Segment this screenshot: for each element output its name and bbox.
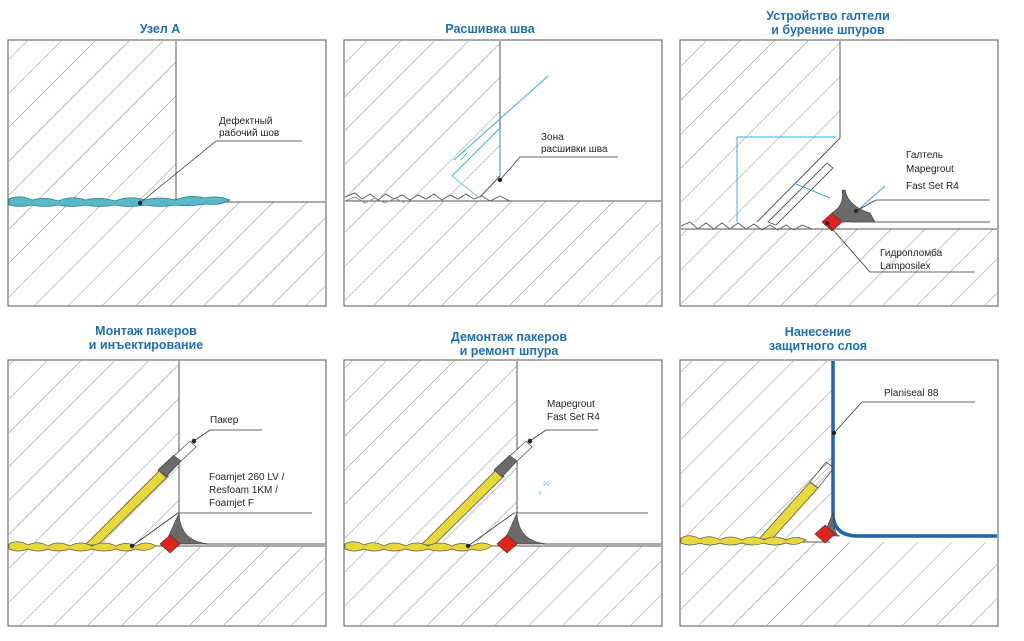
- fillet: [831, 189, 876, 223]
- panel-5-slab: [345, 546, 661, 625]
- panel-2: Зона расшивки шва: [343, 39, 663, 307]
- panel-4-title-line-2: и инъектирование: [88, 338, 204, 352]
- panel-5-title-line-2: и ремонт шпура: [459, 344, 559, 358]
- panel-2-title-line-1: Расшивка шва: [445, 22, 535, 36]
- packer-icon: [173, 440, 197, 462]
- panel-4-callout-4: Foamjet F: [209, 498, 254, 509]
- panel-6-slab: [681, 542, 997, 625]
- panel-3-title-line-1: Устройство галтели: [766, 9, 890, 23]
- drill-hole: [767, 162, 834, 226]
- panel-4-callout-3: Resfoam 1KM /: [209, 485, 278, 496]
- repaired-hole: [809, 461, 835, 489]
- panel-5-dimension-label: 20: [543, 482, 550, 488]
- panel-6-title-line-2: защитного слоя: [768, 339, 868, 353]
- panel-5-wall: [345, 361, 517, 542]
- defective-joint: [8, 196, 231, 207]
- panel-4-callout-1: Пакер: [210, 415, 239, 426]
- panel-3-callout-5: Lamposilex: [880, 261, 931, 272]
- panel-1-title: Узел А: [118, 22, 202, 36]
- panel-4-title: Монтаж пакеров и инъектирование: [76, 324, 216, 352]
- panel-6-wall: [681, 361, 833, 542]
- panel-3: Галтель Mapegrout Fast Set R4 Гидропломб…: [679, 39, 999, 307]
- hydroplug: [821, 212, 843, 232]
- panel-4-slab: [9, 546, 325, 625]
- svg-text:×: ×: [538, 491, 542, 497]
- panel-5-callout-2: Fast Set R4: [547, 412, 600, 423]
- panel-3-wall: [681, 41, 840, 222]
- panel-3-callout-2: Mapegrout: [906, 164, 954, 175]
- panel-3-callout-4: Гидропломба: [880, 247, 943, 259]
- panel-4-title-line-1: Монтаж пакеров: [95, 324, 197, 338]
- panel-3-slab: [681, 229, 997, 305]
- panel-4: Пакер Foamjet 260 LV / Resfoam 1KM / Foa…: [7, 359, 327, 627]
- panel-1-callout-1: Дефектный: [219, 115, 273, 127]
- panel-2-slab: [345, 201, 661, 305]
- panel-1-title-line-1: Узел А: [139, 22, 181, 36]
- panel-3-callout-1: Галтель: [906, 150, 943, 161]
- panel-1-callout-2: рабочий шов: [219, 127, 279, 139]
- panel-4-wall: [9, 361, 179, 542]
- panel-2-wall: [345, 41, 500, 197]
- panel-1-wall: [9, 41, 176, 201]
- panel-5-title: Демонтаж пакеров и ремонт шпура: [434, 330, 584, 358]
- panel-3-title-line-2: и бурение шпуров: [771, 23, 885, 37]
- panel-6-callout-1: Planiseal 88: [884, 388, 939, 399]
- panel-1-slab: [9, 202, 325, 305]
- panel-3-callout-3: Fast Set R4: [906, 181, 959, 192]
- panel-3-title: Устройство галтели и бурение шпуров: [758, 9, 898, 37]
- panel-5-title-line-1: Демонтаж пакеров: [450, 330, 568, 344]
- panel-4-callout-2: Foamjet 260 LV /: [209, 472, 285, 483]
- panel-6: Planiseal 88: [679, 359, 999, 627]
- panel-1: Дефектный рабочий шов: [7, 39, 327, 307]
- panel-5: Mapegrout Fast Set R4 20 ×: [343, 359, 663, 627]
- panel-6-title-line-1: Нанесение: [784, 325, 852, 339]
- panel-2-callout-2: расшивки шва: [541, 144, 608, 155]
- panel-6-title: Нанесение защитного слоя: [758, 325, 878, 353]
- panel-2-title: Расшивка шва: [430, 22, 550, 36]
- panel-2-callout-1: Зона: [541, 132, 564, 143]
- panel-5-callout-1: Mapegrout: [547, 399, 595, 410]
